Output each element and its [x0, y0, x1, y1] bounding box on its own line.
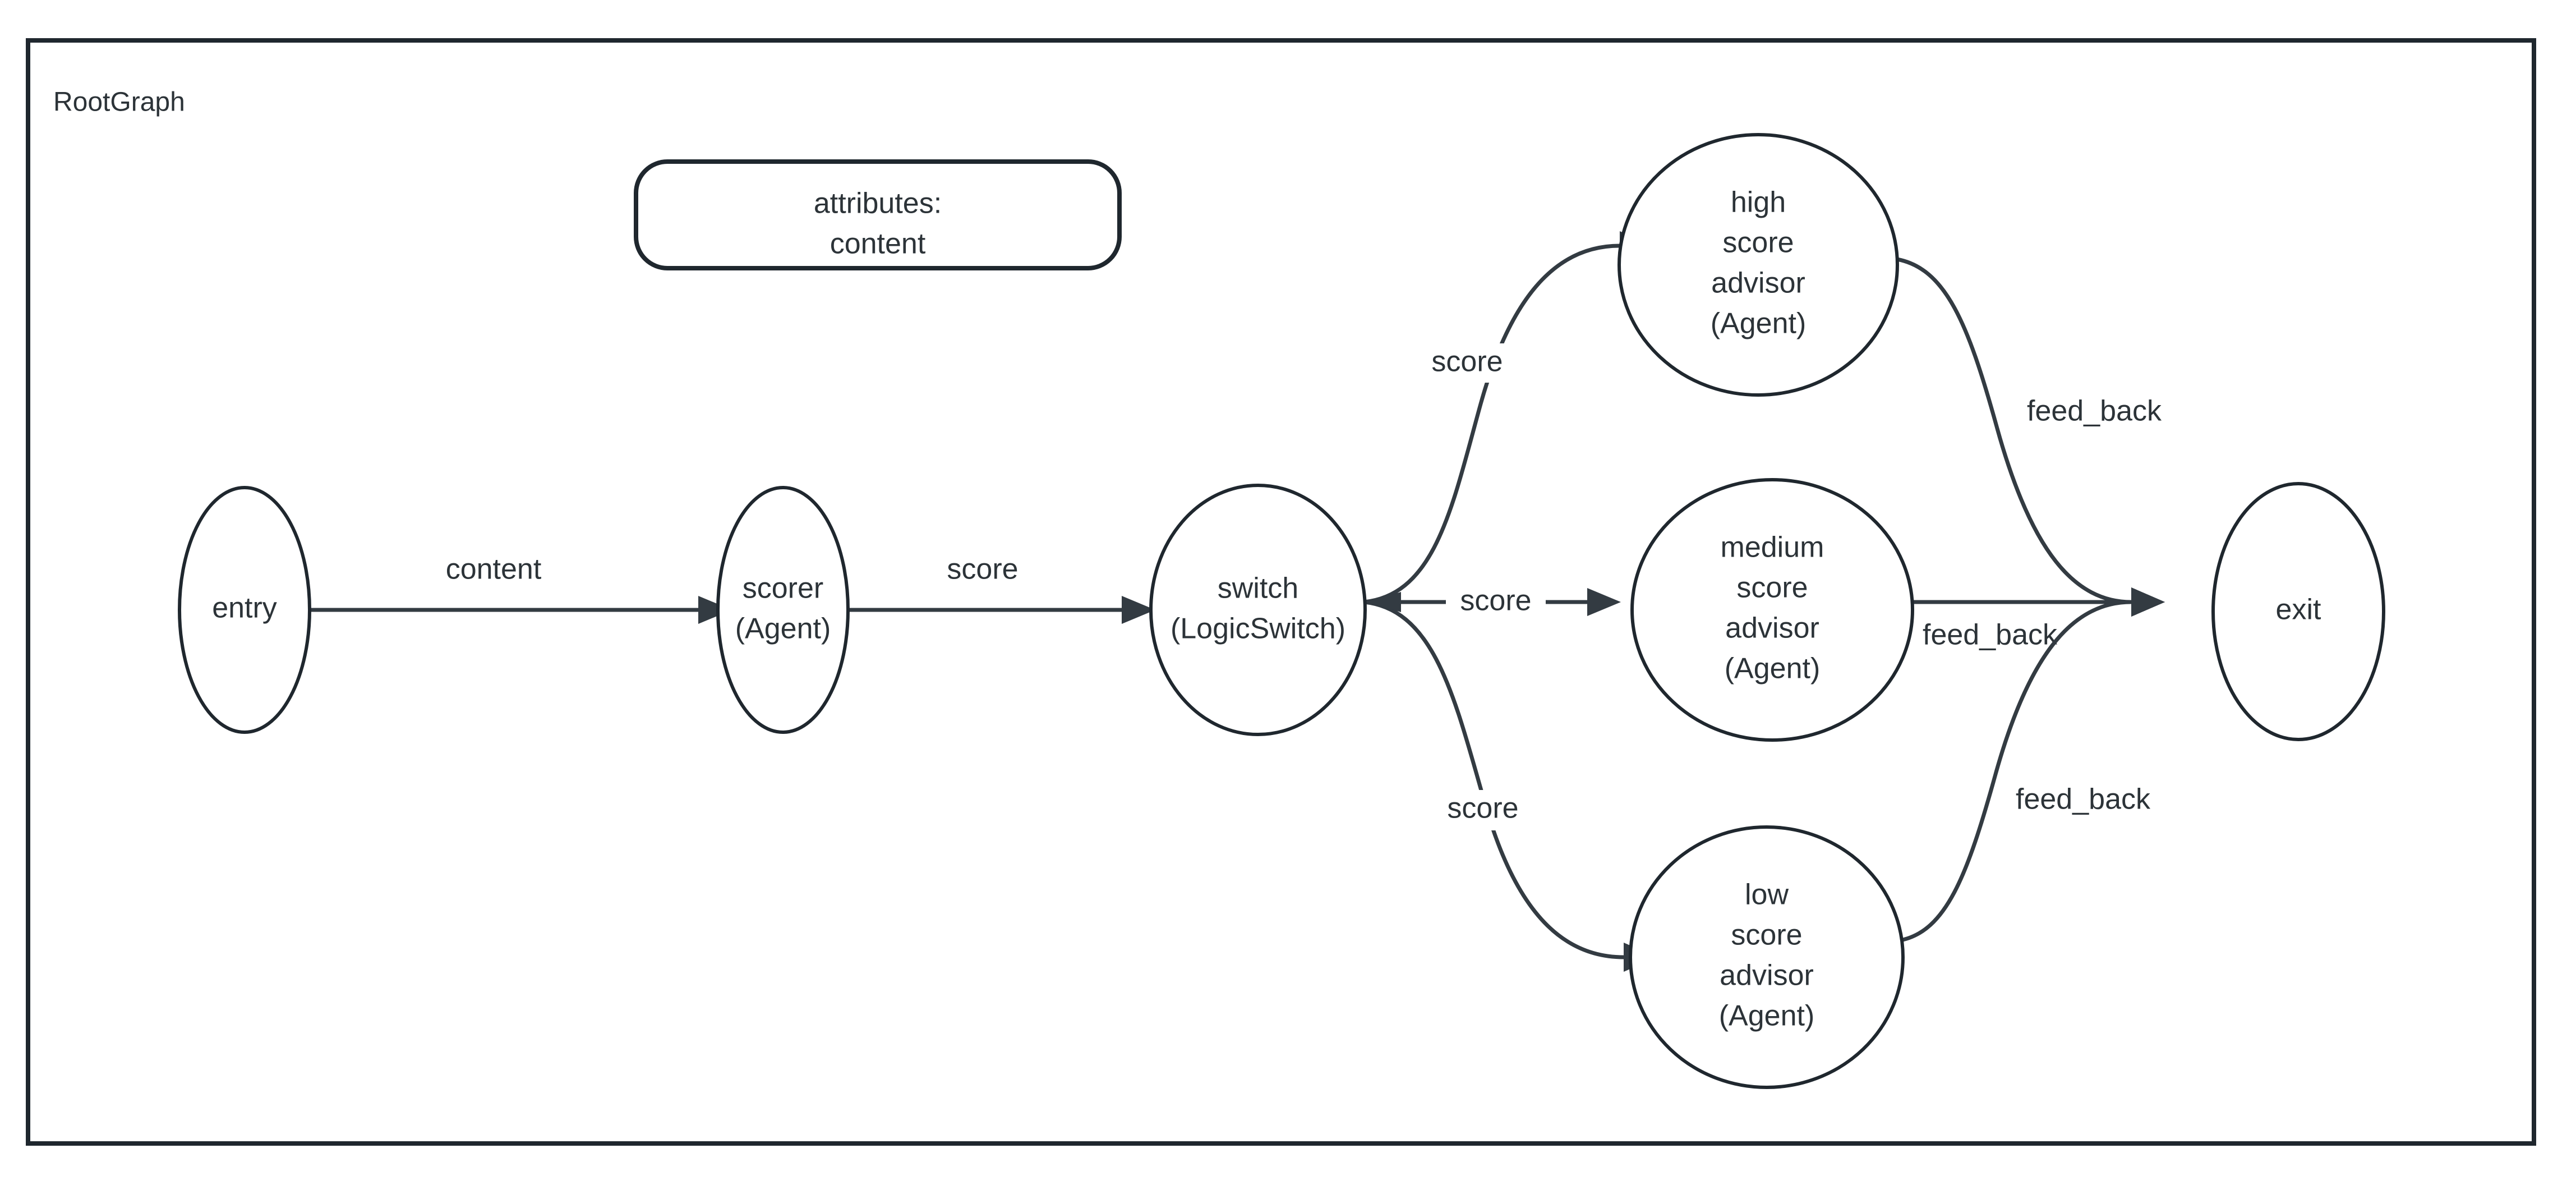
edge-path-high-exit	[1896, 257, 2132, 604]
node-medium-advisor-label-line2: score	[1736, 572, 1808, 604]
node-low-advisor[interactable]: low score advisor (Agent)	[1629, 825, 1905, 1089]
node-medium-advisor-label-line1: medium	[1721, 531, 1824, 564]
edge-medium-advisor-to-exit: feed_back	[1913, 587, 2165, 651]
edge-label-switch-high: score	[1431, 346, 1503, 378]
node-high-advisor[interactable]: high score advisor (Agent)	[1618, 133, 1899, 397]
edge-label-high-exit: feed_back	[2027, 395, 2162, 428]
node-high-advisor-label-line1: high	[1731, 186, 1786, 219]
node-scorer-label-line2: (Agent)	[735, 613, 831, 645]
edge-label-switch-low: score	[1447, 792, 1518, 825]
edge-switch-to-high-advisor: score	[1363, 231, 1653, 604]
edge-label-switch-medium: score	[1460, 585, 1531, 617]
edge-high-advisor-to-exit: feed_back	[1896, 257, 2181, 617]
attributes-box[interactable]: attributes: content	[634, 159, 1122, 270]
edge-label-backdrop	[1433, 790, 1533, 830]
edge-entry-to-scorer: content	[310, 553, 732, 624]
node-exit-label: exit	[2276, 594, 2321, 626]
node-scorer[interactable]: scorer (Agent)	[716, 486, 850, 734]
cluster-border-rootgraph	[26, 38, 2536, 1146]
arrowhead-icon	[2131, 587, 2165, 617]
edge-switch-to-medium-advisor: score	[1364, 582, 1621, 623]
attributes-box-line2: content	[830, 228, 926, 260]
node-low-advisor-label-line3: advisor	[1720, 959, 1814, 992]
edge-path-switch-low	[1363, 600, 1624, 959]
node-medium-advisor-label-line4: (Agent)	[1725, 653, 1821, 685]
node-exit[interactable]: exit	[2211, 482, 2385, 741]
node-low-advisor-label-line2: score	[1731, 919, 1802, 952]
node-scorer-shape	[716, 486, 850, 734]
attributes-box-line1: attributes:	[814, 187, 942, 220]
node-exit-shape	[2211, 482, 2385, 741]
node-high-advisor-label-line3: advisor	[1711, 267, 1805, 300]
edge-path-low-exit	[1900, 600, 2132, 943]
arrowhead-icon	[698, 596, 732, 624]
node-entry-shape	[178, 486, 311, 734]
edge-label-low-exit: feed_back	[2016, 783, 2151, 816]
node-medium-advisor-label-line3: advisor	[1725, 612, 1819, 645]
node-low-advisor-label-line4: (Agent)	[1719, 1000, 1815, 1032]
edge-label-backdrop	[1997, 781, 2169, 821]
cluster-title: RootGraph	[53, 88, 185, 117]
node-low-advisor-shape	[1629, 825, 1905, 1089]
arrowhead-icon	[1587, 588, 1621, 616]
node-low-advisor-label-line1: low	[1745, 879, 1789, 911]
arrowhead-icon	[1122, 596, 1155, 624]
node-switch-shape	[1149, 484, 1367, 736]
edge-label-backdrop	[1446, 582, 1546, 623]
node-switch-label-line2: (LogicSwitch)	[1171, 613, 1345, 645]
node-entry[interactable]: entry	[178, 486, 311, 734]
node-scorer-label-line1: scorer	[743, 572, 823, 605]
edge-switch-to-low-advisor: score	[1363, 600, 1657, 972]
edge-label-medium-exit: feed_back	[1923, 619, 2058, 651]
node-switch-label-line1: switch	[1218, 572, 1298, 605]
junction-arrow-icon	[1367, 592, 1401, 612]
node-switch[interactable]: switch (LogicSwitch)	[1149, 484, 1367, 736]
node-high-advisor-label-line2: score	[1722, 227, 1794, 259]
node-medium-advisor[interactable]: medium score advisor (Agent)	[1630, 478, 1914, 742]
edge-label-backdrop	[2008, 393, 2181, 433]
attributes-box-shape	[634, 159, 1122, 270]
edge-low-advisor-to-exit: feed_back	[1900, 587, 2169, 943]
node-entry-label: entry	[212, 592, 277, 624]
edge-path-switch-high	[1363, 244, 1620, 604]
edge-label-scorer-switch: score	[947, 553, 1018, 586]
node-high-advisor-label-line4: (Agent)	[1711, 307, 1807, 340]
edge-scorer-to-switch: score	[848, 553, 1155, 624]
edge-label-entry-scorer: content	[446, 553, 542, 586]
edge-label-backdrop	[1419, 343, 1515, 383]
node-high-advisor-shape	[1618, 133, 1899, 397]
node-medium-advisor-shape	[1630, 478, 1914, 742]
